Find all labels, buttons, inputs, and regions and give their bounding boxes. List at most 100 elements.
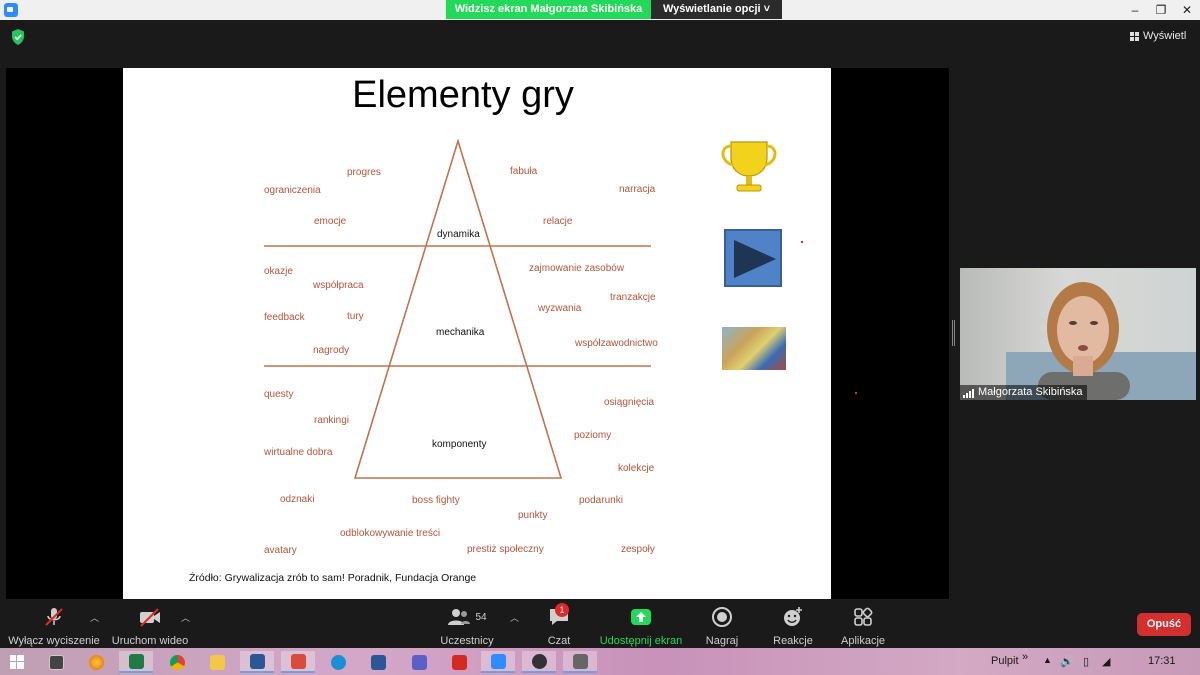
desktop-toolbar-chevron-icon[interactable]: »: [1022, 651, 1029, 663]
slide-title: Elementy gry: [352, 74, 574, 116]
participants-button[interactable]: 54 Uczestnicy: [436, 605, 498, 647]
word-rankingi: rankingi: [314, 415, 350, 426]
smiley-plus-icon: [784, 607, 802, 626]
media-icon: [572, 653, 588, 669]
reactions-label: Reakcje: [773, 635, 813, 647]
share-screen-icon: [631, 609, 651, 625]
board-game-image: [722, 327, 786, 370]
explorer-icon: [209, 654, 225, 670]
desktop-toolbar-label[interactable]: Pulpit: [991, 655, 1019, 667]
word-relacje: relacje: [543, 216, 573, 227]
start-video-button[interactable]: Uruchom wideo: [110, 605, 190, 647]
zoom-app-icon: [4, 3, 18, 17]
screen-share-banner: Widzisz ekran Małgorzata Skibińska: [446, 0, 651, 19]
word-podarunki: podarunki: [579, 495, 623, 506]
apps-icon: [854, 607, 873, 626]
reactions-button[interactable]: Reakcje: [770, 605, 816, 647]
taskbar-word2-app[interactable]: [361, 651, 395, 673]
tray-expand-icon[interactable]: ▲: [1043, 655, 1052, 665]
windows-start-icon[interactable]: [10, 655, 24, 669]
taskbar-zoom-app[interactable]: [481, 651, 515, 673]
word2-icon: [370, 654, 386, 670]
panel-resize-handle[interactable]: [952, 320, 955, 346]
chrome-icon: [169, 654, 185, 670]
apps-button[interactable]: Aplikacje: [838, 605, 888, 647]
chat-label: Czat: [547, 635, 571, 647]
word-avatary: avatary: [264, 545, 297, 556]
tier-dynamics: dynamika: [437, 229, 480, 240]
tier-components: komponenty: [432, 439, 487, 450]
volume-icon[interactable]: 🔊: [1060, 656, 1074, 668]
participant-video[interactable]: [960, 268, 1196, 400]
word-odznaki: odznaki: [280, 494, 315, 505]
participant-video-frame: [1006, 282, 1196, 400]
view-layout-label: Wyświetl: [1143, 30, 1187, 42]
camera-icon: [531, 653, 547, 669]
taskbar-firefox-app[interactable]: [79, 651, 113, 673]
edge-icon: [330, 654, 346, 670]
record-button[interactable]: Nagraj: [700, 605, 744, 647]
participant-count: 54: [475, 611, 487, 623]
meeting-toolbar: Wyłącz wyciszenie ︿ Uruchom wideo ︿ 54 U…: [0, 599, 1200, 648]
word-progres: progres: [347, 167, 381, 178]
taskbar-word-app[interactable]: [240, 651, 274, 673]
word-okazje: okazje: [264, 266, 293, 277]
taskbar-zip-app[interactable]: [39, 651, 73, 673]
presentation-slide: Elementy gry dynamika mechanika komponen…: [123, 68, 831, 599]
screenshot-icon: [290, 653, 306, 669]
pyramid-triangle: [353, 138, 563, 479]
video-options-chevron-icon[interactable]: ︿: [181, 613, 191, 623]
word-zespoly: zespoły: [621, 544, 655, 555]
tier-mechanics: mechanika: [436, 327, 485, 338]
start-video-label: Uruchom wideo: [111, 635, 189, 647]
taskbar-explorer-app[interactable]: [200, 651, 234, 673]
taskbar-screenshot-app[interactable]: [281, 651, 315, 673]
video-off-icon: [140, 608, 160, 627]
word-odblokowywanie-tresci: odblokowywanie treści: [340, 528, 441, 539]
word-emocje: emocje: [314, 216, 347, 227]
window-controls: – ❐ ✕: [1122, 0, 1200, 20]
taskbar-chrome-app[interactable]: [160, 651, 194, 673]
audio-options-chevron-icon[interactable]: ︿: [90, 613, 100, 623]
wifi-icon[interactable]: ◢: [1102, 656, 1111, 668]
word-poziomy: poziomy: [574, 430, 612, 441]
view-layout-button[interactable]: Wyświetl: [1130, 30, 1186, 42]
taskbar-camera-app[interactable]: [522, 651, 556, 673]
view-options-button[interactable]: Wyświetlanie opcji ˅: [651, 0, 782, 19]
taskbar-edge-app[interactable]: [321, 651, 355, 673]
apps-label: Aplikacje: [840, 635, 886, 647]
mute-button[interactable]: Wyłącz wyciszenie: [8, 605, 100, 647]
leave-meeting-button[interactable]: Opuść: [1137, 613, 1191, 636]
taskbar-pdf-app[interactable]: [442, 651, 476, 673]
pointer-dot: [801, 241, 803, 243]
record-icon: [712, 607, 732, 627]
participants-options-chevron-icon[interactable]: ︿: [510, 613, 520, 623]
word-icon: [249, 653, 265, 669]
chat-button[interactable]: 1 Czat: [539, 603, 579, 647]
word-nagrody: nagrody: [313, 345, 350, 356]
taskbar-excel-app[interactable]: [119, 651, 153, 673]
word-questy: questy: [264, 389, 294, 400]
word-fabula: fabuła: [510, 166, 538, 177]
word-wspolpraca: współpraca: [313, 280, 364, 291]
share-screen-label: Udostępnij ekran: [599, 635, 683, 647]
minimize-button[interactable]: –: [1131, 3, 1139, 17]
title-bar: Widzisz ekran Małgorzata Skibińska Wyświ…: [0, 0, 1200, 20]
pointer-dot: [855, 392, 857, 394]
word-punkty: punkty: [518, 510, 548, 521]
chat-unread-badge: 1: [555, 603, 569, 617]
word-wspolzawodnictwo: współzawodnictwo: [575, 338, 658, 349]
muted-microphone-icon: [45, 608, 63, 626]
taskbar-teams-app[interactable]: [402, 651, 436, 673]
word-boss-fighty: boss fighty: [412, 495, 460, 506]
word-wirtualne-dobra: wirtualne dobra: [264, 447, 333, 458]
participants-icon: [448, 609, 471, 625]
restore-button[interactable]: ❐: [1155, 3, 1167, 17]
network-icon[interactable]: ▯: [1083, 656, 1090, 668]
clock[interactable]: 17:31: [1148, 655, 1176, 667]
close-button[interactable]: ✕: [1181, 3, 1193, 17]
share-screen-button[interactable]: Udostępnij ekran: [598, 605, 684, 647]
taskbar-media-app[interactable]: [563, 651, 597, 673]
word-kolekcje: kolekcje: [618, 463, 655, 474]
encryption-shield-icon[interactable]: [11, 29, 25, 45]
